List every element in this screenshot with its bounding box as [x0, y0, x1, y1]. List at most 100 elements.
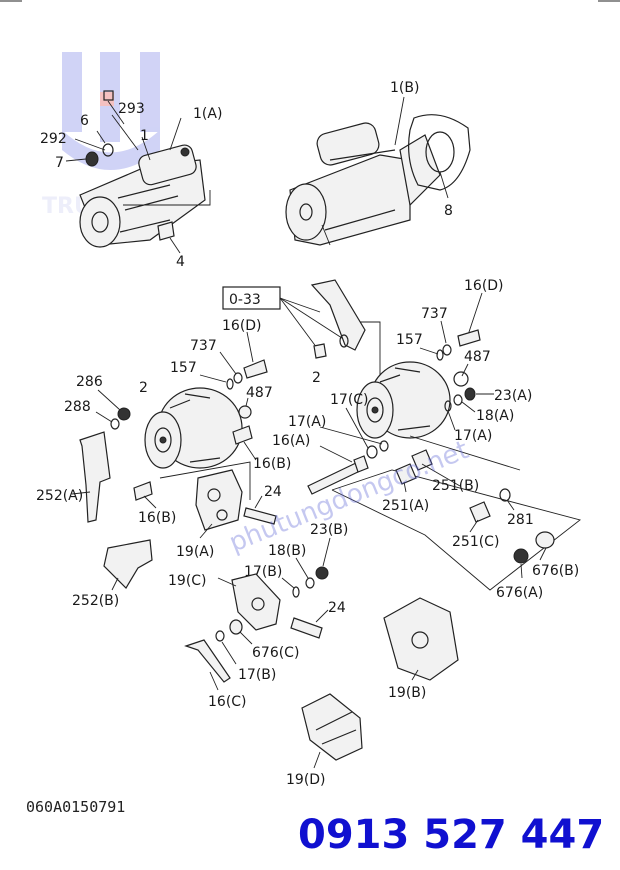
starter-wire	[123, 190, 211, 206]
leader-4	[169, 237, 181, 254]
leader-251a	[403, 481, 407, 493]
label-19c: 19(C)	[168, 573, 207, 589]
label-252a: 252(A)	[36, 488, 83, 504]
bracket-19d-icon	[301, 693, 363, 761]
label-487-right: 487	[464, 349, 491, 365]
bushing-251b-icon	[411, 449, 433, 471]
bolt-16d-left-icon	[243, 359, 268, 379]
starter-motor-a	[79, 144, 206, 248]
leader-19b	[411, 669, 419, 681]
washer-17c-icon	[366, 445, 378, 459]
washer-737-left-icon	[233, 372, 243, 384]
label-16c: 16(C)	[208, 694, 247, 710]
bracket-19a-hole	[207, 488, 221, 502]
leader-16b-mid	[243, 441, 257, 461]
right-assembly-outline	[331, 469, 581, 591]
label-1b: 1(B)	[390, 80, 419, 96]
label-16b-mid: 16(B)	[253, 456, 291, 472]
bushing-676c-icon	[229, 619, 243, 635]
leader-157-left	[199, 374, 227, 383]
bolt-16b-mid-icon	[232, 425, 253, 445]
leader-7	[65, 158, 87, 162]
bushing-251a-icon	[395, 463, 417, 485]
washer-737-right-icon	[442, 344, 452, 356]
spacer-487-right-icon	[453, 371, 469, 387]
bracket-19a-hole2	[216, 509, 228, 521]
leader-288	[95, 411, 113, 423]
bracket-19c-hole	[251, 597, 265, 611]
washer-6-icon	[102, 143, 114, 157]
leader-6	[107, 100, 125, 125]
leader-23b	[322, 537, 331, 567]
label-6: 6	[80, 113, 89, 129]
leader-kit-c	[279, 297, 321, 313]
leader-737-left	[219, 351, 237, 375]
washer-288-icon	[110, 418, 120, 430]
leader-1a	[169, 117, 182, 151]
leader-kit-a	[279, 297, 318, 349]
bolt-24-top-icon	[243, 507, 277, 525]
label-16d-top: 16(D)	[464, 278, 504, 294]
label-251b: 251(B)	[432, 478, 479, 494]
leader-17a-mid	[319, 426, 383, 445]
label-23b: 23(B)	[310, 522, 348, 538]
label-17a-right: 17(A)	[454, 428, 492, 444]
bolt-16a-head	[353, 455, 369, 473]
leader-18a	[461, 401, 476, 413]
phone-number: 0913 527 447	[298, 812, 604, 858]
bracket-19d-detail	[315, 711, 357, 745]
label-676b: 676(B)	[532, 563, 579, 579]
leader-487-right	[461, 363, 469, 377]
bracket-19a-icon	[195, 469, 243, 531]
label-157-left: 157	[170, 360, 197, 376]
label-17a-mid: 17(A)	[288, 414, 326, 430]
leader-16c	[209, 671, 219, 691]
bracket-19c-icon	[231, 573, 281, 631]
part-293-icon	[103, 90, 114, 101]
bracket-19b-icon	[383, 597, 459, 681]
leader-676a	[520, 563, 523, 579]
leader-251c	[469, 519, 479, 533]
label-737-left: 737	[190, 338, 217, 354]
leader-18b	[295, 557, 309, 579]
leader-6b	[96, 130, 106, 144]
leader-1	[141, 136, 151, 161]
bushing-676b-icon	[535, 531, 555, 549]
label-157-right: 157	[396, 332, 423, 348]
washer-17b-top-icon	[292, 586, 300, 598]
bracket-252b-icon	[103, 539, 153, 589]
leader-292	[74, 138, 106, 151]
label-292: 292	[40, 131, 67, 147]
label-281: 281	[507, 512, 534, 528]
label-1: 1	[140, 128, 149, 144]
label-24-bottom: 24	[328, 600, 346, 616]
leader-17b-top	[281, 577, 295, 589]
label-1a: 1(A)	[193, 106, 222, 122]
leader-251b	[421, 463, 461, 487]
leader-8	[439, 171, 449, 199]
label-676a: 676(A)	[496, 585, 543, 601]
washer-18a-icon	[453, 394, 463, 406]
leader-157-right	[419, 347, 439, 355]
starter-motor-b	[285, 122, 441, 246]
washer-157-right-icon	[436, 349, 444, 361]
leader-16d-left	[246, 331, 254, 363]
leader-17a-right	[447, 410, 456, 431]
drawing-code: 060A0150791	[26, 798, 125, 816]
label-19d: 19(D)	[286, 772, 326, 788]
alternator-left	[144, 387, 243, 469]
label-293: 293	[118, 101, 145, 117]
leader-286	[97, 389, 121, 411]
bolt-16c-icon	[184, 639, 231, 683]
label-8: 8	[444, 203, 453, 219]
gasket-8-icon	[408, 114, 471, 191]
label-252b: 252(B)	[72, 593, 119, 609]
leader-19c	[217, 577, 237, 587]
label-288: 288	[64, 399, 91, 415]
leader-kit-bracket	[360, 321, 381, 375]
alternator-right	[356, 361, 451, 439]
washer-0-33-icon	[339, 334, 349, 348]
leader-676c	[239, 631, 253, 645]
leader-293	[111, 114, 139, 151]
